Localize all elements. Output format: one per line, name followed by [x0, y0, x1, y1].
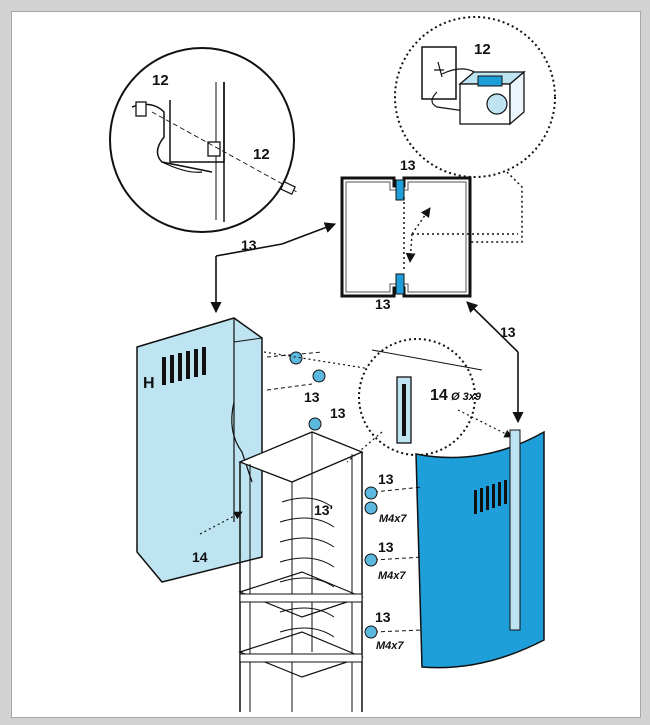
- screw-size-3: M4x7: [376, 640, 404, 652]
- screw-icon: [266, 351, 326, 431]
- callout-screws-a: 13: [304, 389, 320, 405]
- vent-grille-icon: [162, 347, 206, 385]
- callout-tab-detail: 14: [430, 387, 448, 404]
- tab-detail-dimension: Ø 3x9: [451, 391, 482, 403]
- connector-icon: [458, 70, 526, 126]
- panel-letter: H: [143, 375, 155, 392]
- callout-left-arrow: 13: [241, 237, 257, 253]
- callout-right-screws-1: 13: [378, 471, 394, 487]
- vent-grille-icon: [474, 480, 507, 514]
- left-chimney-panel: [136, 317, 263, 583]
- callout-bracket-top: 12: [152, 72, 169, 89]
- bracket-detail-circle: [109, 47, 298, 233]
- callout-right-screws-3: 13: [375, 609, 391, 625]
- screw-size-2: M4x7: [378, 570, 406, 582]
- callout-section-top: 13: [400, 157, 416, 173]
- callout-right-screws-2: 13: [378, 539, 394, 555]
- callout-connector: 12: [474, 41, 491, 58]
- callout-tab-front: 14: [192, 549, 208, 565]
- cross-section-view: [340, 176, 518, 298]
- callout-right-arrow: 13: [500, 324, 516, 340]
- diagram-frame: 12 12 12 13 13 13 13: [11, 11, 641, 718]
- callout-section-bottom: 13: [375, 296, 391, 312]
- connector-detail-circle: [394, 16, 556, 178]
- chimney-frame: [238, 431, 364, 712]
- callout-bracket-side: 12: [253, 146, 270, 163]
- screw-size-1: M4x7: [379, 513, 407, 525]
- callout-screws-b: 13: [330, 405, 346, 421]
- screw-icon: [280, 181, 296, 195]
- assembly-diagram: 12 12 12 13 13 13 13: [109, 16, 556, 712]
- screw-icon: [364, 486, 423, 639]
- right-chimney-panel: [415, 429, 545, 669]
- callout-frame-screw: 13': [314, 502, 333, 518]
